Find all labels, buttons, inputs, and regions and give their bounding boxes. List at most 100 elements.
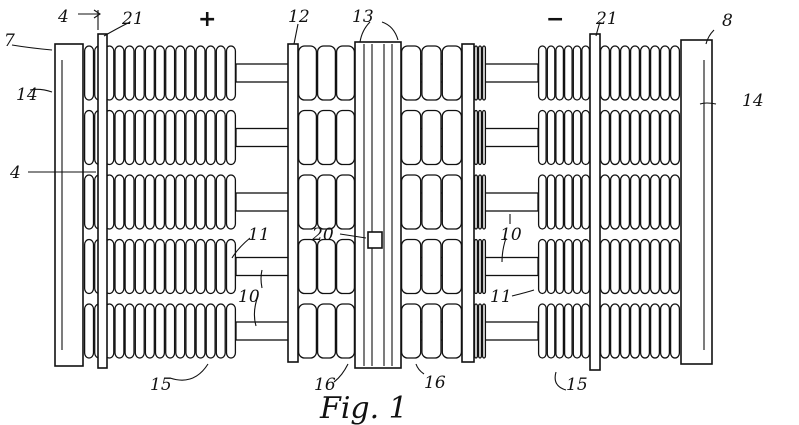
- coil-turn: [599, 109, 611, 166]
- coil-turn: [659, 174, 671, 230]
- polarity-positive: +: [198, 7, 216, 32]
- coil-turn: [481, 109, 487, 166]
- coil-turn: [619, 174, 631, 230]
- coil-turn: [215, 303, 226, 359]
- coil-turn: [563, 238, 573, 295]
- coil-turn: [555, 45, 565, 101]
- label-ref-10-right: 10: [500, 225, 522, 245]
- coil-turn: [537, 109, 547, 166]
- coil-turn: [639, 109, 651, 166]
- coil-turn: [175, 109, 186, 166]
- coil-turn: [609, 303, 621, 359]
- coil-turn: [639, 45, 651, 101]
- coil-turn: [114, 238, 125, 295]
- coil-turn: [225, 238, 237, 295]
- label-ref-8: 8: [722, 11, 733, 31]
- label-ref-11-left: 11: [248, 225, 270, 245]
- coil-turn: [144, 109, 155, 166]
- label-layer: 7 8 4 21 + 12 13 − 21 14 14 4 11 10 20 1…: [4, 7, 764, 425]
- label-ref-14-left: 14: [16, 85, 38, 105]
- coil-turn: [124, 174, 135, 230]
- coil-turn: [205, 109, 216, 166]
- coil-turn: [165, 303, 176, 359]
- coil-turn: [175, 238, 186, 295]
- coil-layer: [83, 45, 681, 359]
- coil-turn: [481, 45, 487, 101]
- coil-turn: [134, 303, 145, 359]
- coil-turn: [83, 174, 95, 230]
- coil-turn: [297, 109, 318, 166]
- coil-turn: [659, 109, 671, 166]
- coil-turn: [114, 303, 125, 359]
- coil-turn: [473, 109, 479, 166]
- coil-turn: [599, 45, 611, 101]
- coil-turn: [572, 303, 582, 359]
- polarity-negative: −: [546, 7, 564, 32]
- label-ref-20: 20: [311, 225, 334, 245]
- bar-layer: [54, 33, 713, 371]
- coil-turn: [477, 109, 483, 166]
- coil-turn: [441, 45, 463, 101]
- coil-turn: [195, 303, 206, 359]
- figure-caption: Fig. 1: [319, 391, 408, 425]
- coil-turn: [477, 303, 483, 359]
- coil-turn: [225, 45, 237, 101]
- coil-turn: [165, 174, 176, 230]
- coil-turn: [400, 174, 422, 230]
- coil-turn: [83, 45, 95, 101]
- coil-turn: [154, 238, 166, 295]
- coil-turn: [609, 45, 621, 101]
- coil-turn: [563, 109, 573, 166]
- coil-turn: [572, 238, 582, 295]
- leader-lines: [11, 9, 717, 391]
- coil-turn: [175, 45, 186, 101]
- coil-turn: [555, 303, 565, 359]
- coil-turn: [477, 238, 483, 295]
- label-ref-21-right: 21: [595, 9, 618, 29]
- end-plate-right: [680, 39, 713, 365]
- coil-turn: [473, 303, 479, 359]
- coil-turn: [124, 109, 135, 166]
- coil-turn: [185, 45, 196, 101]
- coil-turn: [134, 45, 145, 101]
- central-member: [354, 41, 402, 369]
- coil-turn: [144, 174, 155, 230]
- coil-turn: [649, 45, 661, 101]
- coil-turn: [659, 238, 671, 295]
- coil-turn: [335, 45, 356, 101]
- coil-turn: [297, 303, 318, 359]
- coil-turn: [165, 45, 176, 101]
- label-ref-4-side: 4: [9, 163, 21, 183]
- coil-turn: [609, 109, 621, 166]
- spacer-bar-right-inner: [461, 43, 475, 363]
- coil-turn: [649, 238, 661, 295]
- coil-turn: [669, 238, 681, 295]
- coil-turn: [205, 174, 216, 230]
- coil-turn: [400, 109, 422, 166]
- coil-turn: [205, 45, 216, 101]
- coil-turn: [124, 45, 135, 101]
- coil-turn: [473, 45, 479, 101]
- coil-turn: [555, 238, 565, 295]
- coil-turn: [546, 45, 556, 101]
- coil-turn: [195, 109, 206, 166]
- coil-turn: [629, 238, 641, 295]
- coil-turn: [619, 109, 631, 166]
- coil-turn: [144, 45, 155, 101]
- coil-turn: [563, 303, 573, 359]
- coil-turn: [225, 109, 237, 166]
- coil-turn: [537, 238, 547, 295]
- coil-turn: [581, 45, 591, 101]
- label-ref-16-right: 16: [424, 373, 446, 393]
- coil-turn: [215, 45, 226, 101]
- coil-turn: [629, 45, 641, 101]
- coil-turn: [175, 303, 186, 359]
- coil-turn: [134, 109, 145, 166]
- coil-turn: [473, 174, 479, 230]
- coil-turn: [669, 45, 681, 101]
- coil-turn: [581, 303, 591, 359]
- coil-turn: [669, 174, 681, 230]
- coil-turn: [421, 45, 442, 101]
- coil-turn: [297, 238, 318, 295]
